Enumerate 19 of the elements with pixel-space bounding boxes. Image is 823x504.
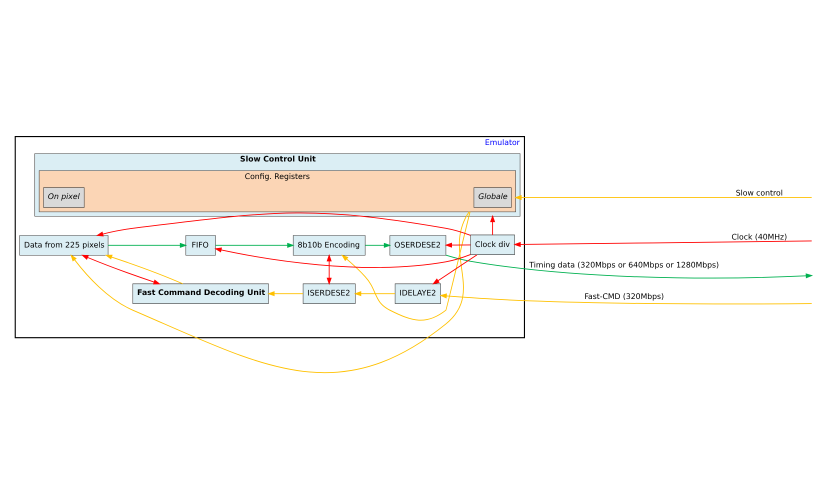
arrow — [96, 212, 471, 236]
arrow — [214, 247, 471, 268]
arrow — [81, 254, 161, 284]
arrow — [267, 290, 304, 296]
arrow — [513, 240, 812, 247]
arrow — [104, 254, 184, 284]
arrow — [326, 254, 332, 285]
arrow — [341, 210, 470, 320]
arrow — [70, 210, 470, 373]
arrow — [446, 254, 814, 278]
arrow — [440, 292, 812, 304]
arrow — [490, 214, 496, 235]
arrow — [514, 194, 812, 200]
arrow — [215, 242, 294, 248]
arrow — [364, 242, 392, 248]
arrow — [444, 242, 471, 248]
arrow — [108, 242, 188, 248]
arrow — [432, 254, 478, 284]
arrow — [354, 290, 396, 296]
